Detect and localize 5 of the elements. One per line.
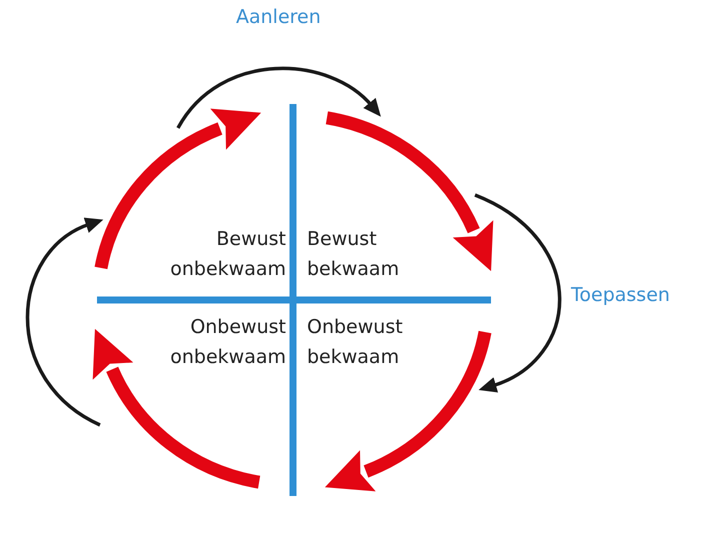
stage-label: Onbewust bekwaam <box>307 312 457 372</box>
stage-label: Bewust bekwaam <box>307 224 457 284</box>
stage-label: Onbewust onbekwaam <box>136 312 286 372</box>
phase-label: Toepassen <box>571 284 670 306</box>
stage-label: Bewust onbekwaam <box>136 224 286 284</box>
